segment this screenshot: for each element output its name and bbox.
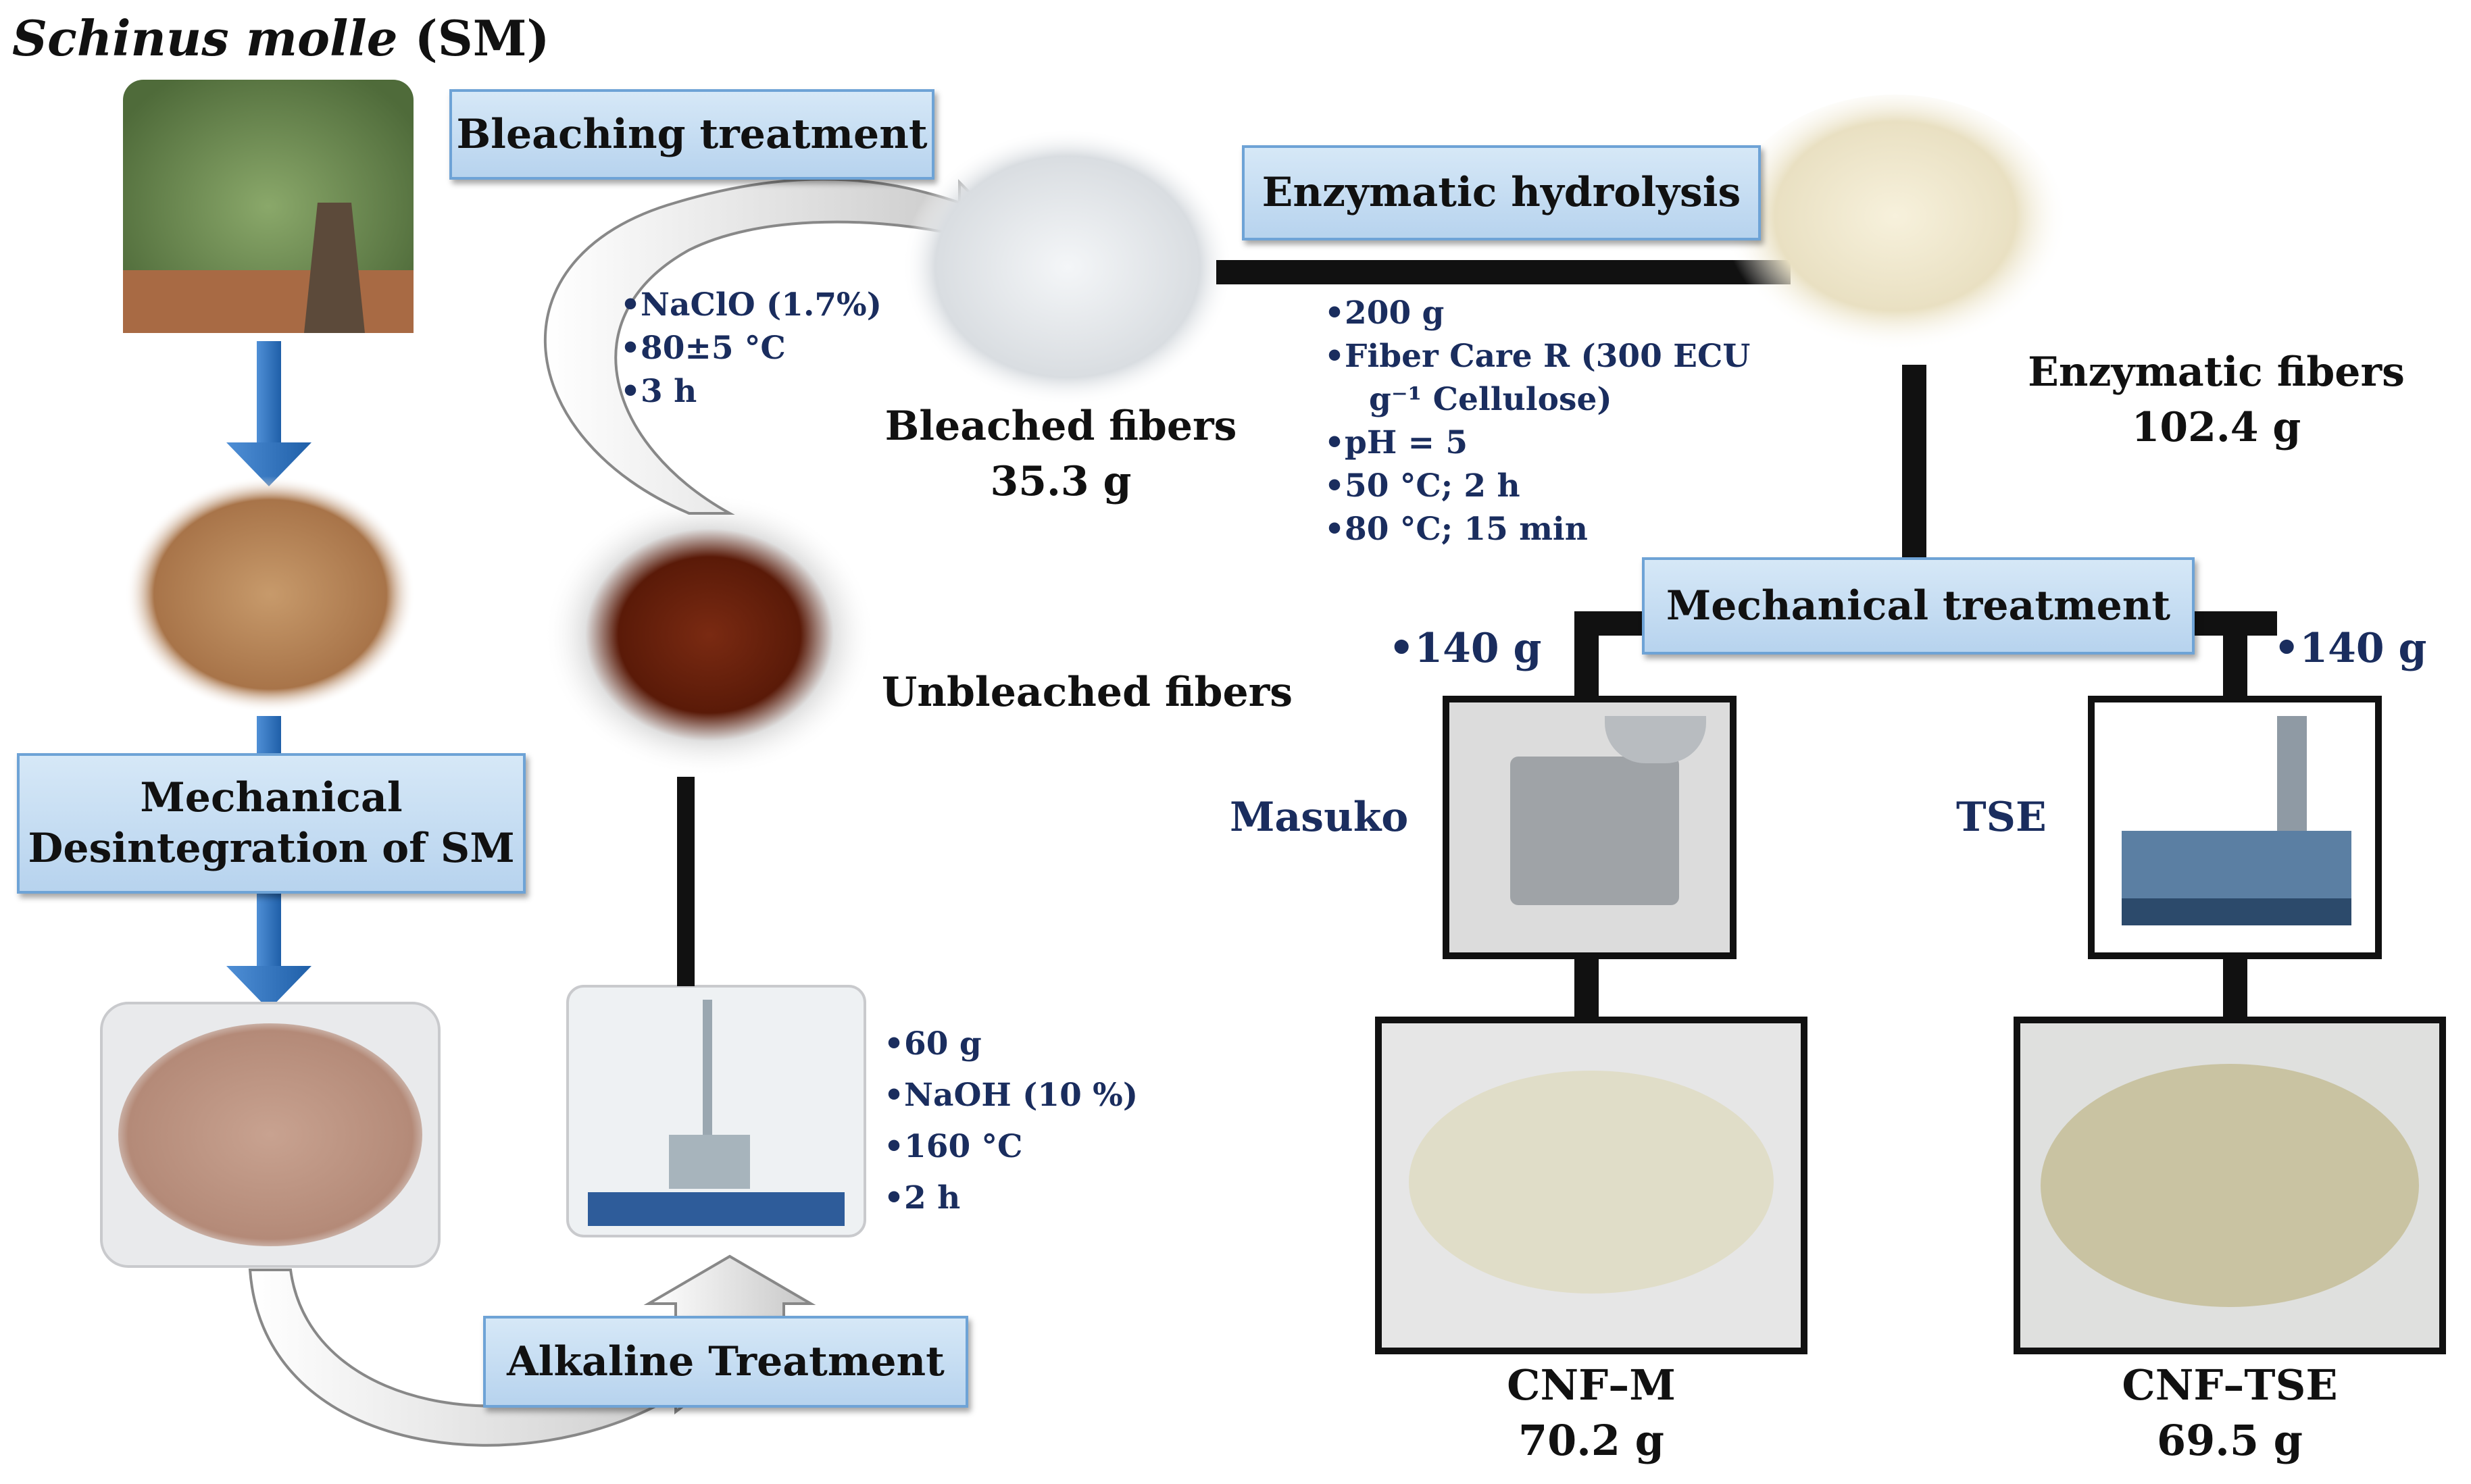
enzymatic-fibers-name: Enzymatic fibers — [2028, 349, 2405, 396]
enzymatic-fibers-photo — [1723, 95, 2068, 365]
unbleached-fibers-photo — [544, 493, 875, 777]
alkaline-apparatus-photo — [566, 985, 866, 1237]
enzymatic-conditions: 200 g Fiber Care R (300 ECU g⁻¹ Cellulos… — [1324, 292, 1784, 551]
condition-item: NaClO (1.7%) — [620, 284, 882, 327]
alkaline-conditions: 60 g NaOH (10 %) 160 °C 2 h — [884, 1019, 1138, 1224]
condition-item: 200 g — [1324, 292, 1784, 335]
enzymatic-fibers-mass: 102.4 g — [2131, 404, 2301, 451]
condition-item: 50 °C; 2 h — [1324, 465, 1784, 508]
condition-item: 80 °C; 15 min — [1324, 508, 1784, 551]
condition-item: NaOH (10 %) — [884, 1070, 1138, 1121]
cnf-m-label: CNF–M 70.2 g — [1416, 1358, 1767, 1468]
species-name: Schinus molle — [12, 9, 398, 67]
bleaching-conditions: NaClO (1.7%) 80±5 °C 3 h — [620, 284, 882, 413]
masuko-label: Masuko — [1230, 794, 1409, 841]
tse-label: TSE — [1956, 794, 2047, 841]
cnf-m-name: CNF–M — [1507, 1360, 1676, 1410]
connector-enzymatic-mechanical — [1902, 365, 1926, 561]
cnf-m-photo — [1375, 1017, 1807, 1354]
condition-item: 160 °C — [884, 1121, 1138, 1173]
cnf-tse-name: CNF–TSE — [2122, 1360, 2338, 1410]
blue-arrow-stem — [257, 716, 281, 757]
enzymatic-hydrolysis-box: Enzymatic hydrolysis — [1242, 145, 1761, 240]
connector-left-down — [1574, 611, 1599, 699]
bleached-fibers-mass: 35.3 g — [990, 458, 1132, 505]
alkaline-treatment-box: Alkaline Treatment — [483, 1316, 968, 1408]
blue-arrow-2 — [226, 878, 311, 1010]
connector-masuko-cnf — [1574, 949, 1599, 1017]
unbleached-fibers-label: Unbleached fibers — [882, 669, 1293, 716]
condition-item: 3 h — [620, 370, 882, 413]
bleached-fibers-name: Bleached fibers — [884, 403, 1237, 450]
condition-item: 80±5 °C — [620, 327, 882, 370]
condition-item: 60 g — [884, 1019, 1138, 1070]
bleaching-treatment-box: Bleaching treatment — [449, 89, 934, 180]
bleached-fibers-photo — [902, 128, 1233, 405]
condition-item: Fiber Care R (300 ECU g⁻¹ Cellulose) — [1324, 335, 1784, 421]
blue-arrow-1 — [226, 341, 311, 486]
condition-item: pH = 5 — [1324, 421, 1784, 465]
masuko-feed-mass: •140 g — [1389, 625, 1542, 672]
tse-photo — [2088, 696, 2382, 959]
connector-tse-cnf — [2223, 949, 2247, 1017]
cnf-tse-photo — [2014, 1017, 2446, 1354]
cnf-m-mass: 70.2 g — [1518, 1416, 1664, 1465]
connector-alkaline-unbleached — [677, 777, 695, 986]
powder-photo — [100, 1002, 441, 1268]
tse-feed-mass: •140 g — [2274, 625, 2427, 672]
tree-photo — [123, 80, 414, 333]
diagram-title: Schinus molle (SM) — [12, 9, 549, 67]
enzymatic-fibers-label: Enzymatic fibers 102.4 g — [1997, 344, 2436, 455]
species-abbr: (SM) — [414, 9, 550, 67]
connector-right-down — [2223, 611, 2247, 699]
connector-bleached-enzymatic — [1216, 260, 1791, 284]
condition-item: 2 h — [884, 1173, 1138, 1224]
masuko-photo — [1443, 696, 1737, 959]
cnf-tse-mass: 69.5 g — [2157, 1416, 2303, 1465]
mechanical-treatment-box: Mechanical treatment — [1642, 557, 2195, 655]
cnf-tse-label: CNF–TSE 69.5 g — [2054, 1358, 2405, 1468]
bleached-fibers-label: Bleached fibers 35.3 g — [865, 399, 1257, 509]
mechanical-disintegration-box: Mechanical Desintegration of SM — [17, 753, 526, 894]
wood-chips-photo — [125, 476, 416, 713]
